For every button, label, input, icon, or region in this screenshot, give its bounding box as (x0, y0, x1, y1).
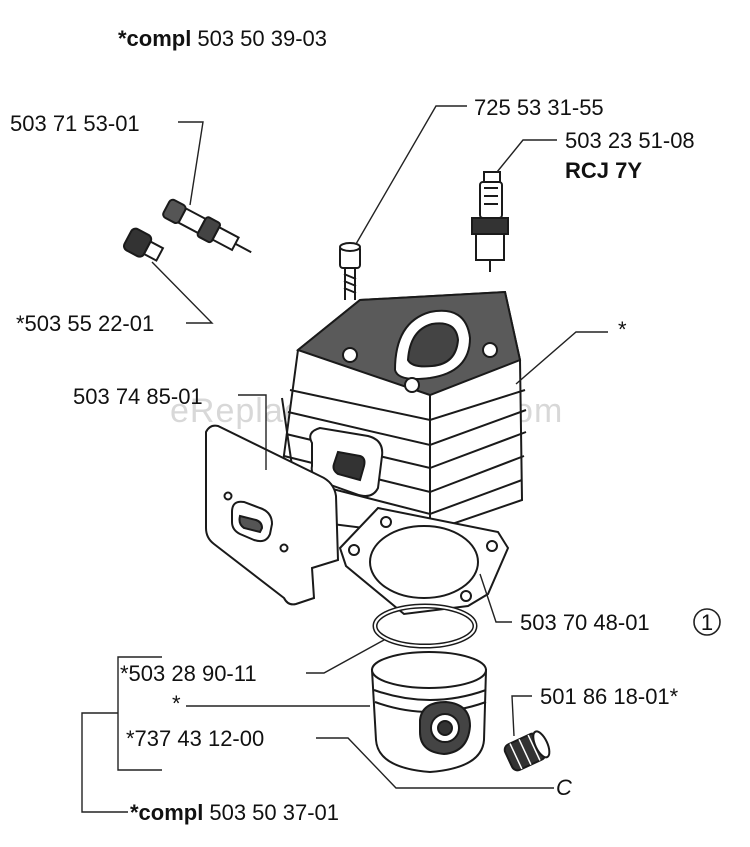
kit-top-number: 503 50 39-03 (197, 26, 327, 51)
leader-muffler-gasket (238, 394, 267, 470)
leader-screw (355, 105, 467, 245)
label-cylinder: * (618, 317, 627, 342)
kit-bottom-number: 503 50 37-01 (209, 800, 339, 825)
leader-base-gasket (479, 573, 512, 623)
muffler-gasket (205, 424, 340, 606)
label-base-gasket-ref: 1 (701, 610, 713, 635)
spark-plug (471, 171, 509, 272)
piston-ring (372, 603, 478, 649)
cylinder (280, 290, 527, 537)
screw (339, 242, 361, 300)
leader-cylinder (515, 331, 608, 385)
leader-piston-ring (306, 639, 385, 674)
piston (370, 651, 488, 774)
label-screw: 725 53 31-55 (474, 95, 604, 120)
leader-piston-pin (316, 737, 554, 789)
label-piston: * (172, 691, 181, 716)
leader-valve (178, 121, 204, 206)
label-base-gasket: 503 70 48-01 (520, 610, 650, 635)
ref-circle (693, 608, 721, 636)
kit-top-prefix: *compl (118, 26, 191, 51)
circlip: C (556, 775, 572, 800)
base-gasket (338, 506, 510, 616)
label-piston-ring: *503 28 90-11 (120, 661, 257, 686)
leader-plug (151, 261, 214, 324)
label-needle-bearing: 501 86 18-01* (540, 684, 679, 709)
kit-bottom-prefix: *compl (130, 800, 203, 825)
decompression-valve (162, 198, 252, 254)
label-muffler-gasket: 503 74 85-01 (73, 384, 203, 409)
label-spark-plug-type: RCJ 7Y (565, 158, 642, 183)
plug (123, 227, 165, 262)
leader-needle-bearing (511, 695, 532, 737)
label-piston-pin: *737 43 12-00 (126, 726, 264, 751)
label-plug: *503 55 22-01 (16, 311, 154, 336)
label-valve: 503 71 53-01 (10, 111, 140, 136)
needle-bearing (503, 730, 551, 772)
label-spark-plug: 503 23 51-08 (565, 128, 695, 153)
kit-bracket-outer (81, 712, 128, 813)
leader-spark-plug (496, 139, 557, 173)
